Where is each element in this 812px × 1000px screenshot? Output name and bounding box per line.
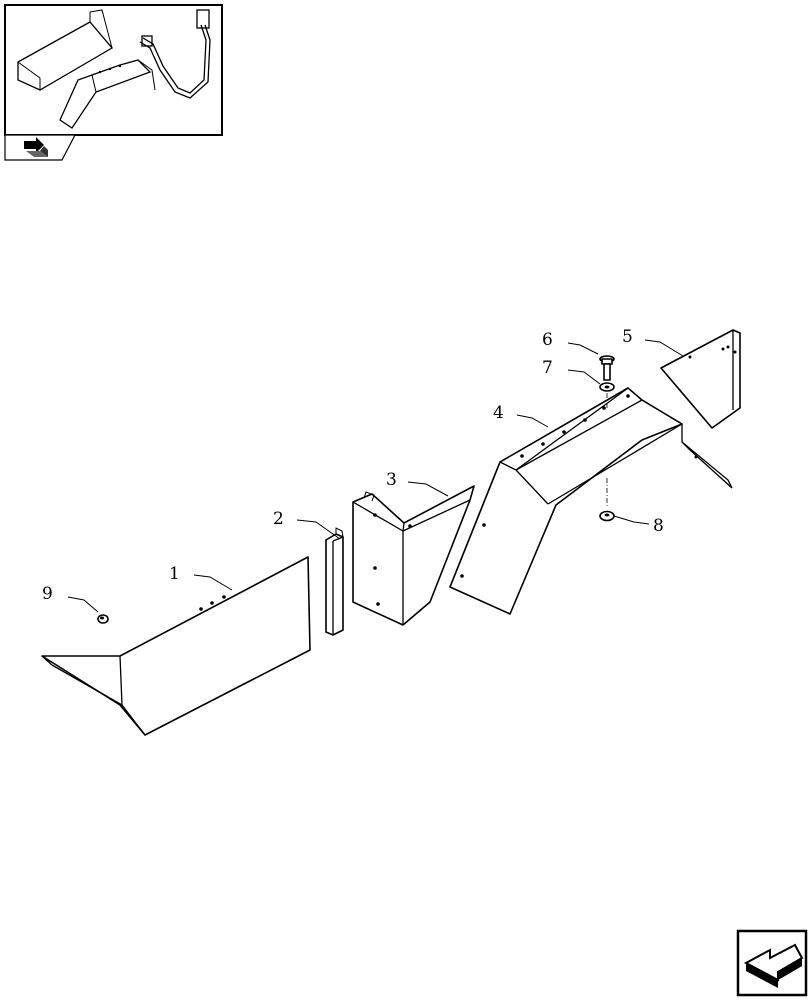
callout-7: 7 [542, 358, 553, 378]
part-7-washer [599, 382, 615, 392]
part-4-fender [449, 387, 733, 615]
part-3-bracket [352, 485, 475, 626]
next-page-button[interactable] [736, 929, 808, 997]
callout-4: 4 [493, 403, 504, 423]
callout-9: 9 [42, 584, 53, 604]
part-6-bolt [599, 355, 615, 381]
leader-lines [67, 339, 684, 613]
overview-thumbnail[interactable] [4, 4, 223, 136]
thumbnail-nav-tab[interactable] [4, 134, 76, 161]
callout-1: 1 [169, 564, 180, 584]
part-9-plug [97, 614, 109, 624]
callout-8: 8 [653, 516, 664, 536]
part-8-nut [599, 510, 615, 522]
part-1-shield [41, 556, 311, 736]
callout-3: 3 [386, 470, 397, 490]
part-2-strip [325, 527, 344, 636]
callout-2: 2 [273, 509, 284, 529]
folder-arrow-icon[interactable] [24, 137, 48, 157]
callout-6: 6 [542, 330, 553, 350]
next-page-arrow-icon[interactable] [743, 943, 804, 988]
part-5-plate [660, 329, 741, 429]
callout-5: 5 [622, 327, 633, 347]
